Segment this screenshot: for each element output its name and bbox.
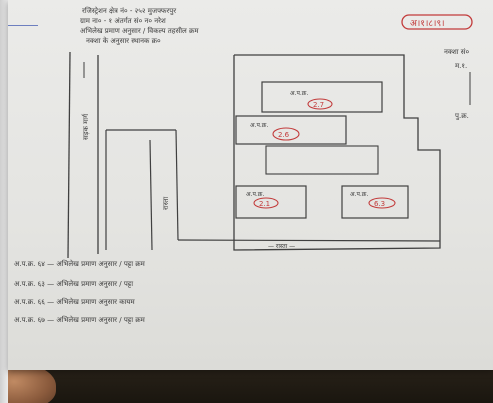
plot-right-label: अ.प.क्र. [350, 191, 368, 198]
plot-mid-label: अ.प.क्र. [250, 122, 268, 129]
plot-mid-ref: 2.6 [278, 131, 290, 139]
plot-mid-outline [235, 115, 347, 145]
outer-boundary [233, 54, 441, 251]
plot-right-outline [341, 185, 409, 219]
plot-left-outline [235, 185, 307, 219]
plot-right-oval [368, 197, 396, 209]
margin-note-3: पु.क्र. [455, 112, 469, 120]
plot-left-label: अ.प.क्र. [246, 191, 264, 198]
plot-top-outline [261, 81, 383, 113]
blue-ruled-line [8, 25, 38, 26]
header-ref-text: अ।१।८।९। [410, 19, 445, 29]
lane-right [175, 129, 179, 241]
road-label: सड़क मार्ग [81, 113, 90, 140]
plot-left-oval [253, 197, 279, 209]
courtyard-outline [265, 145, 379, 175]
header-line-2: ग्राम ना० - १ अंतर्गत सं० न० नरेश [80, 16, 166, 25]
lane-label: रास्ता [162, 197, 170, 210]
margin-note-2: म.१. [455, 62, 467, 70]
footer-note-2: अ.प.क्र. ६३ — अभिलेख प्रमाण अनुसार / पट्… [14, 279, 133, 288]
paper-edge [0, 0, 8, 403]
header-line-1: रजिस्ट्रेशन क्षेत्र नं० - २५२ मुजफ्फरपुर [82, 6, 176, 15]
plot-top-label: अ.प.क्र. [290, 90, 308, 97]
header-line-3: अभिलेख प्रमाण अनुसार / विकल्प तहसील क्रम [80, 26, 199, 35]
road-line-left [67, 51, 71, 259]
finger-thumb [0, 364, 56, 403]
header-line-4: नक्शा के अनुसार स्थानक क्र० [86, 36, 161, 45]
plot-left-ref: 2.1 [259, 200, 270, 208]
bottom-road-line [177, 239, 441, 242]
plot-top-ref: 2.7 [313, 101, 324, 109]
header-ref-oval [401, 14, 473, 30]
lane-inner [149, 139, 153, 251]
plot-mid-oval [272, 127, 300, 141]
footer-note-4: अ.प.क्र. ६७ — अभिलेख प्रमाण अनुसार / पट्… [14, 315, 146, 324]
plot-right-ref: 6.3 [374, 200, 385, 208]
footer-note-3: अ.प.क्र. ६६ — अभिलेख प्रमाण अनुसार कायम [14, 297, 135, 306]
bottom-road-label: — रास्ता — [268, 243, 295, 250]
margin-note-1: नक्शा सं० [444, 48, 469, 56]
survey-sheet [8, 0, 493, 370]
footer-note-1: अ.प.क्र. ६४ — अभिलेख प्रमाण अनुसार / पट्… [14, 259, 146, 268]
plot-top-oval [307, 98, 333, 110]
